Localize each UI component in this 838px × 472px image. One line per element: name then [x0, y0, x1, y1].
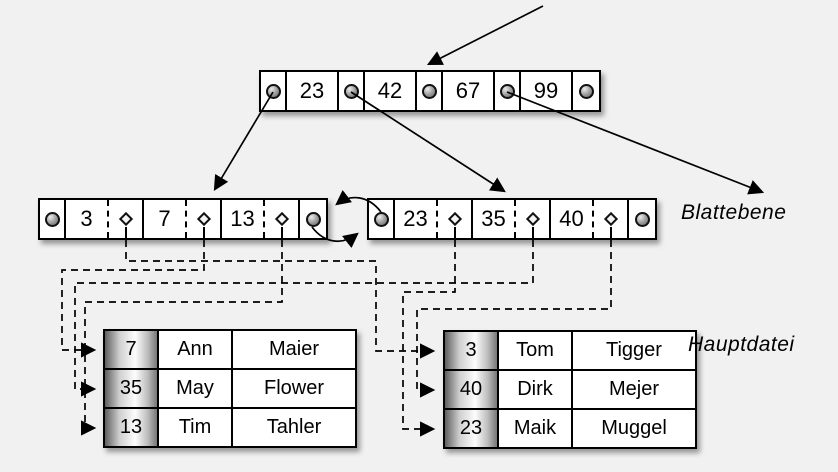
record-pointer-slot	[594, 200, 627, 238]
record-pointer-slot	[438, 200, 471, 238]
firstname-cell: Dirk	[497, 369, 573, 410]
lastname-cell: Tigger	[571, 330, 697, 371]
leaf-node-left: 3 7 13	[38, 198, 328, 240]
sphere-pointer-icon	[343, 83, 359, 99]
root-node: 23 42 67 99	[259, 70, 601, 112]
leaf-key-value: 35	[473, 200, 516, 238]
main-table-right: 3 Tom Tigger 40 Dirk Mejer 23 Maik Mugge…	[443, 330, 697, 449]
table-row: 40 Dirk Mejer	[443, 369, 697, 410]
firstname-cell: Tim	[157, 407, 233, 448]
leaf-pointer-cell	[40, 200, 66, 238]
sphere-pointer-icon	[421, 83, 437, 99]
id-cell: 7	[103, 329, 159, 370]
firstname-cell: Ann	[157, 329, 233, 370]
leaf-key-cell: 7	[144, 200, 222, 238]
record-pointer-slot	[109, 200, 142, 238]
leaf-level-label: Blattebene	[681, 201, 787, 224]
root-pointer-cell	[495, 72, 521, 110]
leaf-pointer-cell	[369, 200, 395, 238]
leaf-key-cell: 35	[473, 200, 551, 238]
root-key-cell: 67	[443, 72, 495, 110]
table-row: 13 Tim Tahler	[103, 407, 357, 448]
diamond-pointer-icon	[118, 211, 133, 227]
root-key-cell: 42	[365, 72, 417, 110]
root-pointer-cell	[573, 72, 599, 110]
leaf-key-value: 3	[66, 200, 109, 238]
diamond-pointer-icon	[274, 211, 289, 227]
id-cell: 23	[443, 408, 499, 449]
table-row: 23 Maik Muggel	[443, 408, 697, 449]
sphere-pointer-icon	[265, 83, 281, 99]
id-cell: 13	[103, 407, 159, 448]
lastname-cell: Flower	[231, 368, 357, 409]
lastname-cell: Maier	[231, 329, 357, 370]
lastname-cell: Tahler	[231, 407, 357, 448]
lastname-cell: Mejer	[571, 369, 697, 410]
leaf-key-value: 13	[222, 200, 265, 238]
leaf-pointer-cell	[300, 200, 326, 238]
firstname-cell: May	[157, 368, 233, 409]
sphere-pointer-icon	[578, 83, 594, 99]
sphere-pointer-icon	[634, 211, 650, 227]
leaf-key-value: 7	[144, 200, 187, 238]
leaf-key-cell: 40	[551, 200, 629, 238]
root-pointer-cell	[339, 72, 365, 110]
lastname-cell: Muggel	[571, 408, 697, 449]
diamond-pointer-icon	[447, 211, 462, 227]
leaf-node-right: 23 35 40	[367, 198, 657, 240]
root-key-cell: 23	[287, 72, 339, 110]
table-row: 3 Tom Tigger	[443, 330, 697, 371]
sphere-pointer-icon	[44, 211, 60, 227]
firstname-cell: Tom	[497, 330, 573, 371]
diamond-pointer-icon	[603, 211, 618, 227]
sphere-pointer-icon	[499, 83, 515, 99]
leaf-key-value: 40	[551, 200, 594, 238]
root-pointer-cell	[417, 72, 443, 110]
leaf-key-cell: 3	[66, 200, 144, 238]
record-pointer-slot	[187, 200, 220, 238]
leaf-pointer-cell	[629, 200, 655, 238]
diamond-pointer-icon	[525, 211, 540, 227]
id-cell: 35	[103, 368, 159, 409]
record-pointer-slot	[516, 200, 549, 238]
leaf-key-value: 23	[395, 200, 438, 238]
root-key-cell: 99	[521, 72, 573, 110]
table-row: 7 Ann Maier	[103, 329, 357, 370]
main-table-left: 7 Ann Maier 35 May Flower 13 Tim Tahler	[103, 329, 357, 448]
table-row: 35 May Flower	[103, 368, 357, 409]
firstname-cell: Maik	[497, 408, 573, 449]
incoming-root-arrow	[426, 5, 544, 66]
record-pointer-slot	[265, 200, 298, 238]
sphere-pointer-icon	[305, 211, 321, 227]
sphere-pointer-icon	[373, 211, 389, 227]
leaf-key-cell: 13	[222, 200, 300, 238]
main-file-label: Hauptdatei	[688, 333, 795, 356]
root-pointer-cell	[261, 72, 287, 110]
leaf-key-cell: 23	[395, 200, 473, 238]
id-cell: 40	[443, 369, 499, 410]
diamond-pointer-icon	[196, 211, 211, 227]
id-cell: 3	[443, 330, 499, 371]
